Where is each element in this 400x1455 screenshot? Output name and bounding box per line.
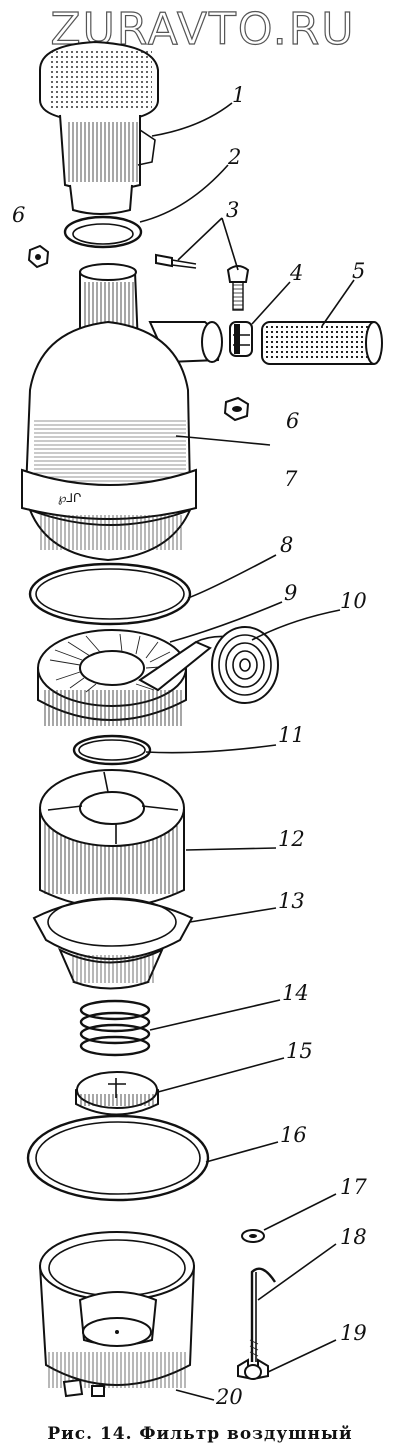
part-5-sleeve (261, 321, 383, 365)
label-2: 2 (227, 145, 241, 169)
part-12-cartridge (39, 769, 185, 909)
part-2-ring (63, 215, 143, 249)
label-12: 12 (278, 827, 305, 851)
label-1: 1 (232, 83, 245, 107)
figure-caption: Рис. 14. Фильтр воздушный (47, 1424, 353, 1444)
part-1-cap (39, 40, 159, 215)
part-3-bolts (155, 253, 250, 311)
label-20: 20 (215, 1385, 243, 1409)
label-6-bottom: 6 (286, 409, 299, 433)
label-3: 3 (226, 198, 239, 222)
part-14-spring (79, 999, 151, 1057)
label-14: 14 (282, 981, 309, 1005)
label-13: 13 (278, 889, 305, 913)
label-15: 15 (286, 1039, 313, 1063)
part-16-gasket (26, 1114, 210, 1202)
part-9-filter-disc (37, 629, 187, 726)
part-18-hook-bolt (249, 1267, 277, 1362)
part-19-wing-nut (237, 1358, 269, 1380)
label-8: 8 (280, 533, 293, 557)
part-labels: 1 2 3 4 5 6 6 7 8 9 10 11 12 13 14 15 16… (12, 83, 367, 1409)
label-10: 10 (340, 589, 367, 613)
part-6-nut-bottom (223, 396, 250, 422)
part-6-nut-top (27, 244, 50, 269)
part-20-bowl (38, 1231, 196, 1398)
label-5: 5 (352, 259, 365, 283)
label-11: 11 (278, 723, 305, 747)
part-4-clamp (229, 321, 253, 357)
part-15-washer (75, 1071, 159, 1116)
leader-lines (139, 102, 355, 1401)
svg-text:℘⅃Ր: ℘⅃Ր (58, 491, 81, 505)
part-7-housing: ℘⅃Ր (21, 263, 223, 562)
part-17-washer (241, 1229, 265, 1243)
label-4: 4 (289, 261, 303, 285)
part-10-coil (138, 626, 279, 704)
part-11-ring (72, 734, 152, 766)
label-16: 16 (280, 1123, 307, 1147)
label-19: 19 (340, 1321, 367, 1345)
part-13-tray (32, 897, 194, 990)
label-17: 17 (340, 1175, 367, 1199)
label-9: 9 (284, 581, 297, 605)
part-8-gasket (28, 562, 192, 626)
label-6-top: 6 (12, 203, 25, 227)
label-7: 7 (284, 467, 298, 491)
label-18: 18 (340, 1225, 367, 1249)
